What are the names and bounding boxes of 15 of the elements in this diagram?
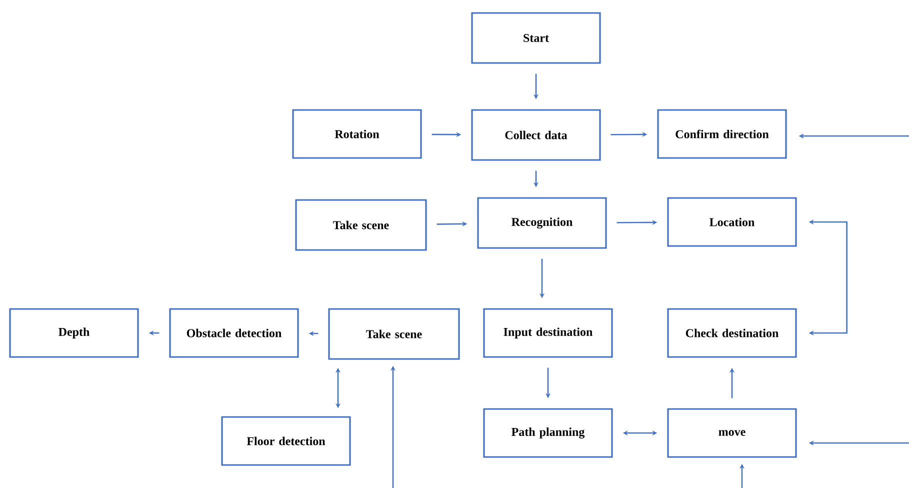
process-box: Location <box>667 197 797 247</box>
process-box: Confirm direction <box>657 109 787 159</box>
process-box: Rotation <box>292 109 422 159</box>
process-box: Obstacle detection <box>169 308 299 358</box>
process-box: Take scene <box>328 308 460 360</box>
process-box: Collect data <box>471 109 601 161</box>
process-box: Depth <box>9 308 139 358</box>
process-box: Take scene <box>295 199 427 251</box>
process-box: Recognition <box>477 197 607 249</box>
process-box: Path planning <box>483 408 613 458</box>
process-box: Floor detection <box>221 416 351 466</box>
process-box: move <box>667 408 797 458</box>
process-box: Start <box>471 12 601 64</box>
process-box: Input destination <box>483 308 613 358</box>
process-box: Check destination <box>667 308 797 358</box>
